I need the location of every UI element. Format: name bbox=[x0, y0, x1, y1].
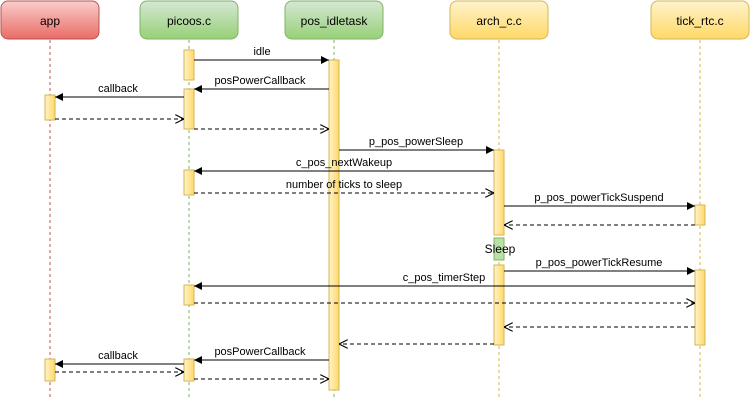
message-label: posPowerCallback bbox=[214, 346, 306, 358]
message-pospowercallback: posPowerCallback bbox=[194, 75, 329, 93]
activation-bar bbox=[183, 284, 195, 306]
activation-bar bbox=[44, 94, 56, 121]
activation-bar bbox=[694, 204, 706, 226]
message-label: p_pos_powerSleep bbox=[369, 136, 463, 148]
message-label: idle bbox=[253, 46, 270, 58]
participant-label: pos_idletask bbox=[301, 14, 369, 28]
message-label: callback bbox=[98, 83, 138, 95]
sleep-state: Sleep bbox=[485, 237, 516, 261]
participant-app: app bbox=[0, 0, 100, 40]
activation-bar bbox=[183, 49, 195, 81]
activations bbox=[44, 49, 706, 391]
message-callback: callback bbox=[55, 350, 184, 368]
sleep-label: Sleep bbox=[485, 242, 516, 256]
message-label: c_pos_nextWakeup bbox=[296, 157, 392, 169]
activation-bar bbox=[493, 149, 505, 236]
participant-idletask: pos_idletask bbox=[284, 0, 384, 40]
activation-bar bbox=[183, 358, 195, 382]
activation-bar bbox=[183, 88, 195, 130]
activation-bar bbox=[183, 169, 195, 196]
message-c-pos-timerstep: c_pos_timerStep bbox=[194, 272, 695, 290]
participant-label: arch_c.c bbox=[476, 14, 521, 28]
activation-bar bbox=[694, 269, 706, 346]
messages: idle posPowerCallback callback p_pos_pow… bbox=[55, 46, 695, 379]
participant-tick: tick_rtc.c bbox=[650, 0, 750, 40]
message-pospowercallback: posPowerCallback bbox=[194, 346, 329, 364]
participant-arch: arch_c.c bbox=[449, 0, 549, 40]
participant-label: app bbox=[40, 14, 60, 28]
message-label: p_pos_powerTickSuspend bbox=[534, 192, 663, 204]
message-p-pos-powersleep: p_pos_powerSleep bbox=[339, 136, 494, 154]
message-p-pos-powertickresume: p_pos_powerTickResume bbox=[504, 257, 695, 275]
message-callback: callback bbox=[55, 83, 184, 101]
message-idle: idle bbox=[194, 46, 329, 64]
participant-picoos: picoos.c bbox=[139, 0, 239, 40]
message-label: c_pos_timerStep bbox=[403, 272, 486, 284]
message-label: p_pos_powerTickResume bbox=[536, 257, 663, 269]
activation-bar bbox=[44, 358, 56, 382]
message-label: number of ticks to sleep bbox=[286, 179, 402, 191]
participants: app picoos.c pos_idletask arch_c.c tick_… bbox=[0, 0, 750, 40]
message-number-of-ticks: number of ticks to sleep bbox=[194, 179, 494, 193]
participant-label: tick_rtc.c bbox=[676, 14, 723, 28]
participant-label: picoos.c bbox=[167, 14, 211, 28]
sleep-block bbox=[493, 237, 505, 261]
message-label: callback bbox=[98, 350, 138, 362]
activation-bar bbox=[328, 59, 340, 391]
message-label: posPowerCallback bbox=[214, 75, 306, 87]
message-p-pos-powerticksuspend: p_pos_powerTickSuspend bbox=[504, 192, 695, 210]
message-c-pos-nextwakeup: c_pos_nextWakeup bbox=[194, 157, 494, 175]
lifelines bbox=[49, 40, 701, 400]
activation-bar bbox=[493, 264, 505, 346]
